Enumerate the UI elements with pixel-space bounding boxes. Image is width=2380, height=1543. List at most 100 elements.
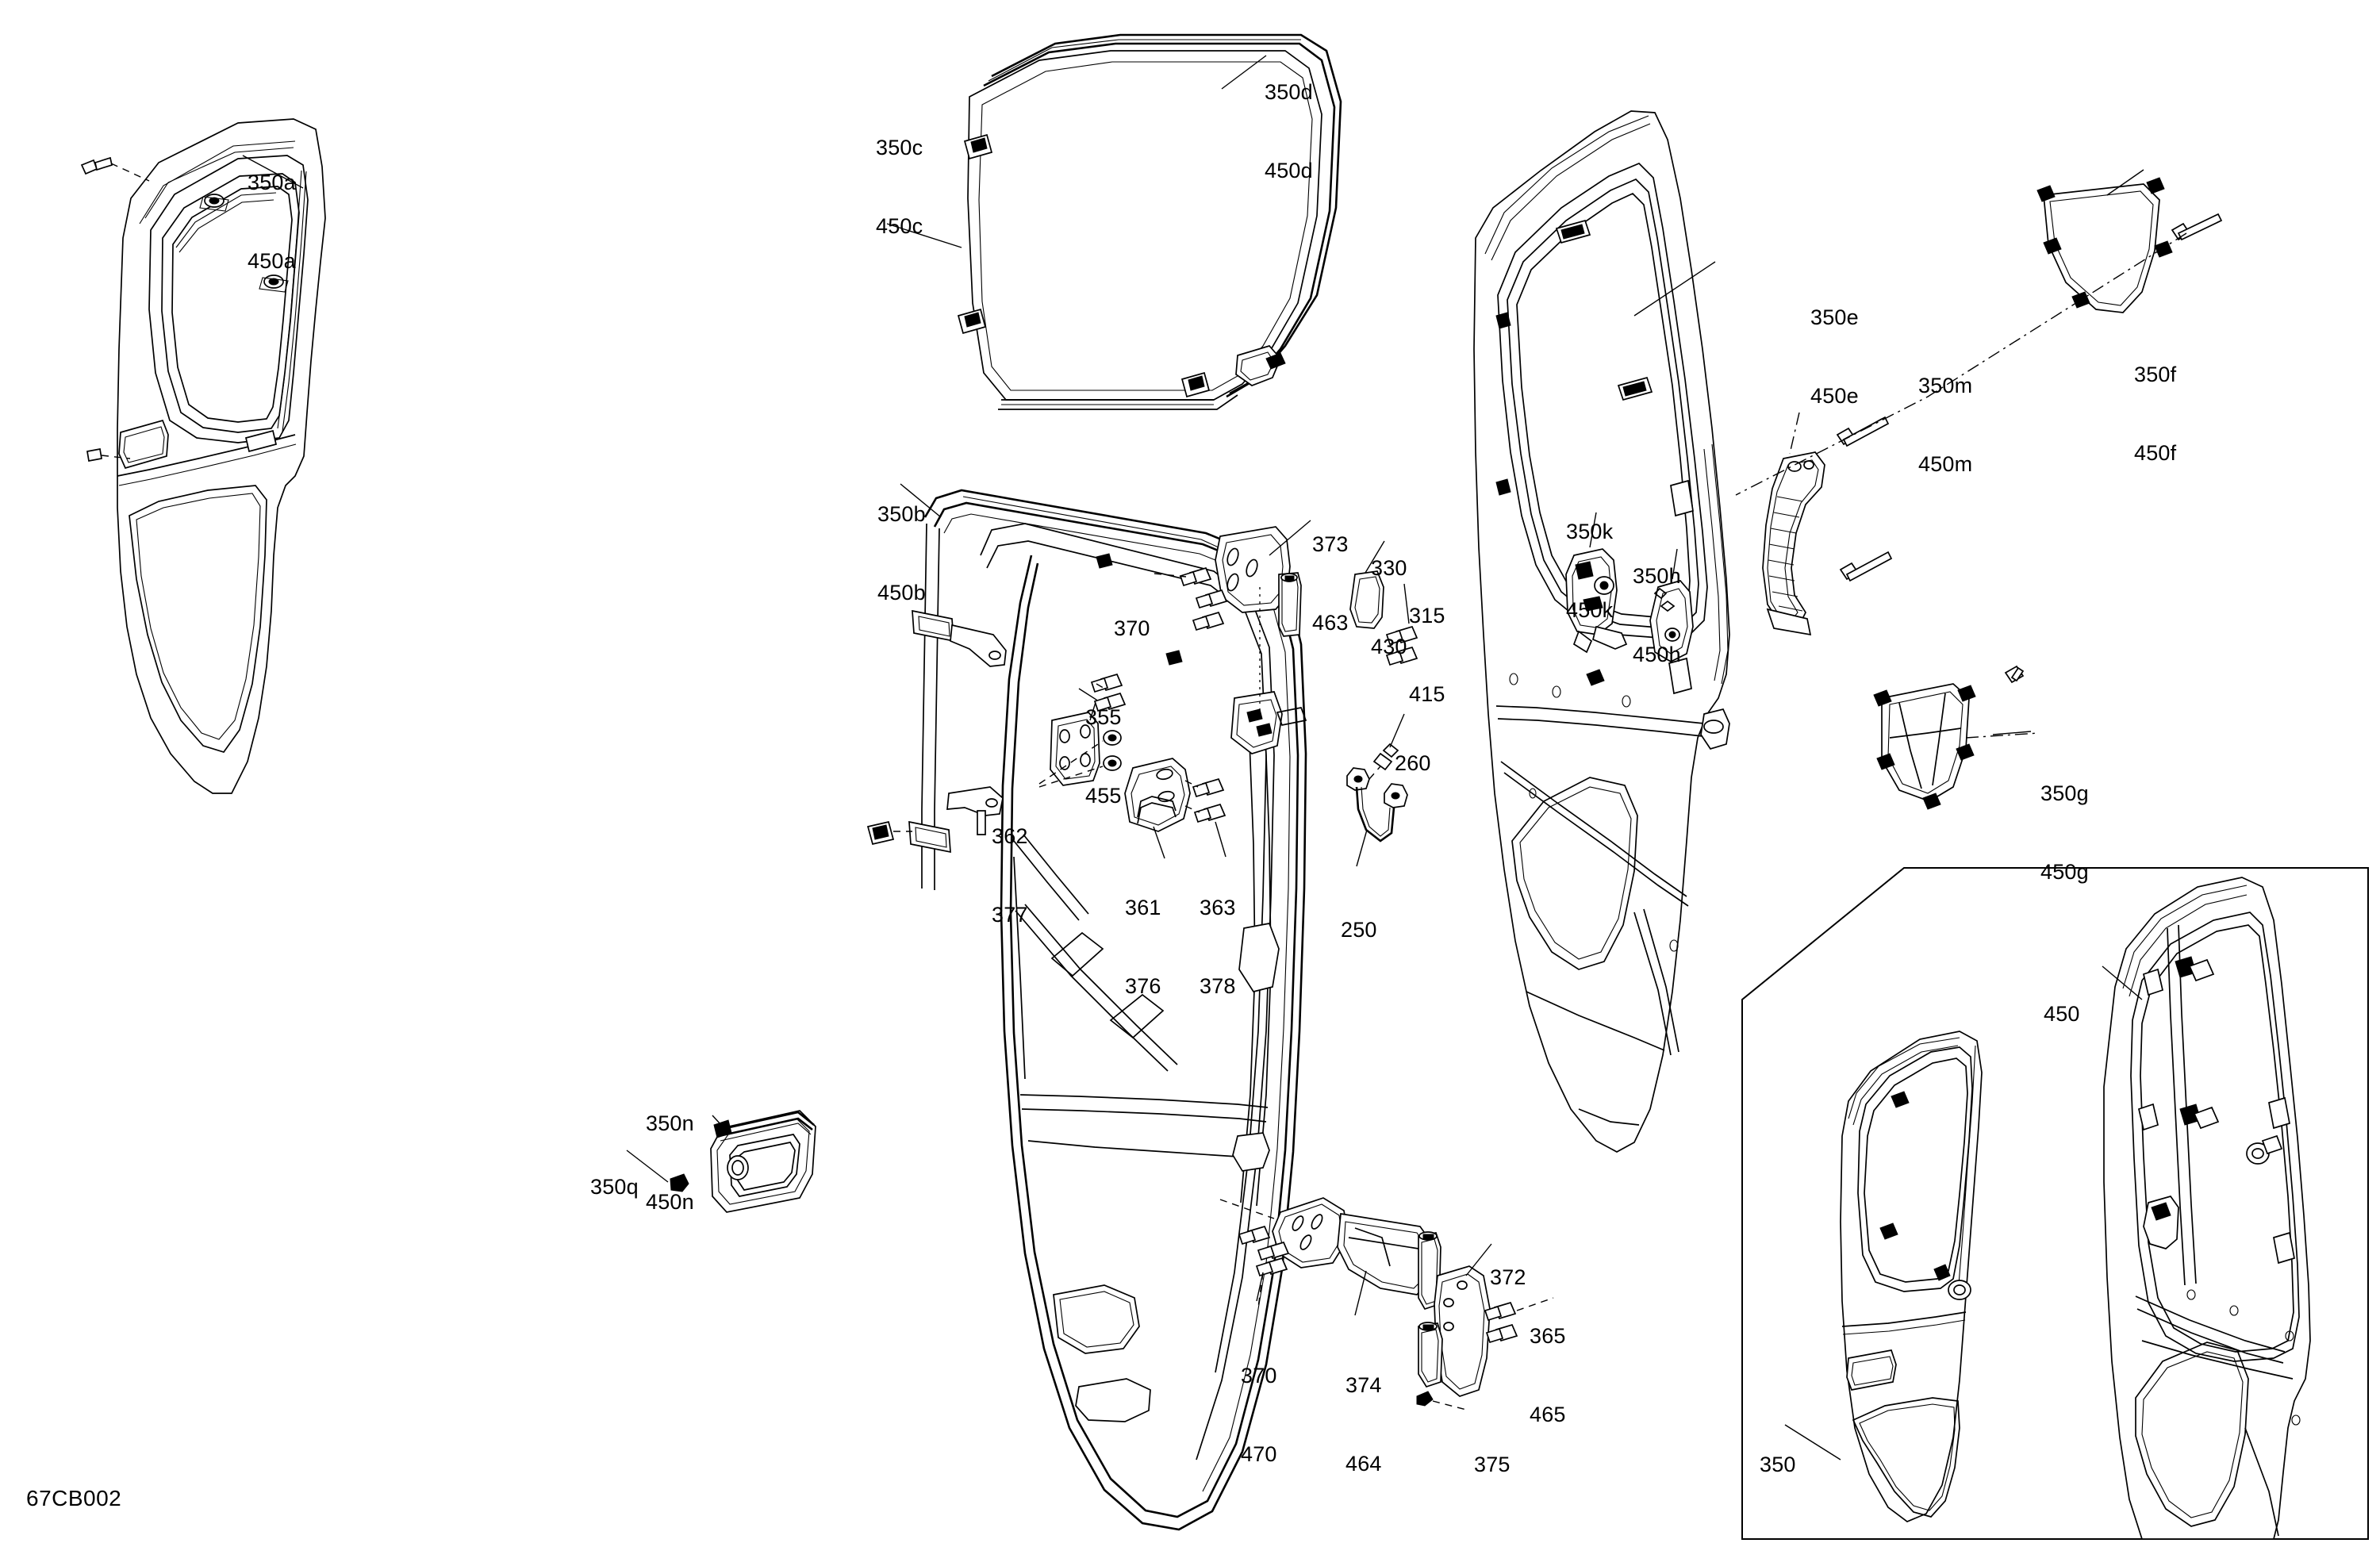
mid-hinge-hardware-group bbox=[1038, 673, 1226, 859]
callout-350h-line1: 350h bbox=[1633, 563, 1681, 588]
callout-250-line1: 250 bbox=[1341, 917, 1377, 942]
diagram-number-label: 67CB002 bbox=[26, 1486, 122, 1510]
screw-470-b bbox=[1257, 1241, 1290, 1261]
screw-370-c bbox=[1192, 611, 1225, 631]
callout-350f-line2: 450f bbox=[2134, 440, 2177, 465]
callout-350k-line1: 350k bbox=[1566, 519, 1614, 543]
callout-350q-line1: 350q bbox=[590, 1174, 639, 1199]
screw-315-b bbox=[1385, 646, 1418, 666]
callout-350c-line1: 350c bbox=[876, 135, 923, 159]
callout-373-line1: 373 bbox=[1312, 532, 1349, 556]
callout-350b-line2: 450b bbox=[877, 580, 926, 605]
callout-350-inset: 350 bbox=[1760, 1399, 1796, 1530]
callout-350f: 350f 450f bbox=[2134, 309, 2176, 519]
callout-350a-line2: 450a bbox=[248, 248, 296, 273]
callout-260: 260 bbox=[1395, 698, 1431, 829]
screw-370-a bbox=[1179, 566, 1212, 587]
callout-350f-line1: 350f bbox=[2134, 362, 2177, 386]
screw-370-b bbox=[1195, 589, 1228, 609]
gusset-panel-group bbox=[1735, 169, 2223, 496]
handle-bezel-group bbox=[626, 1110, 816, 1213]
callout-361-line1: 361 bbox=[1125, 895, 1161, 919]
callout-375: 375 bbox=[1474, 1399, 1511, 1530]
callout-350g-line2: 450g bbox=[2040, 859, 2089, 884]
callout-374-line2: 464 bbox=[1345, 1451, 1382, 1476]
callout-350h: 350h 450h bbox=[1633, 511, 1681, 720]
callout-374-line1: 374 bbox=[1345, 1372, 1382, 1397]
callout-350m-line2: 450m bbox=[1918, 451, 1973, 476]
callout-350k: 350k 450k bbox=[1566, 466, 1613, 676]
corner-pocket-group bbox=[1873, 665, 2040, 810]
callout-350e-line2: 450e bbox=[1810, 383, 1859, 408]
screw-363-b bbox=[1193, 803, 1226, 823]
screw-470-a bbox=[1238, 1225, 1271, 1246]
panel-screw-lower bbox=[86, 448, 102, 462]
lower-hinge-group bbox=[1219, 1197, 1554, 1411]
latch-catch-group bbox=[1565, 512, 1694, 662]
callout-370-lower: 370 470 bbox=[1241, 1311, 1277, 1520]
callout-350n-line1: 350n bbox=[646, 1111, 694, 1135]
callout-450-inset: 450 bbox=[2044, 949, 2080, 1080]
callout-373: 373 463 bbox=[1312, 479, 1349, 689]
callout-370-lower-line1: 370 bbox=[1241, 1363, 1277, 1388]
callout-355-line2: 455 bbox=[1085, 783, 1122, 808]
callout-350d: 350d 450d bbox=[1265, 27, 1313, 236]
screw-465-a bbox=[1484, 1301, 1517, 1322]
callout-350d-line2: 450d bbox=[1265, 158, 1313, 182]
callout-450-inset-line1: 450 bbox=[2044, 1001, 2080, 1026]
callout-355: 355 455 bbox=[1085, 652, 1122, 862]
callout-330: 330 430 bbox=[1371, 503, 1407, 712]
callout-350a: 350a 450a bbox=[248, 117, 296, 327]
inset-right-door bbox=[2102, 877, 2311, 1540]
handle-bolt-lower bbox=[1839, 551, 1893, 582]
screw-355-b bbox=[1093, 692, 1127, 712]
callout-260-line1: 260 bbox=[1395, 750, 1431, 775]
callout-350e: 350e 450e bbox=[1810, 252, 1859, 462]
pocket-bolt bbox=[2004, 665, 2025, 684]
callout-350b-line1: 350b bbox=[877, 501, 926, 526]
callout-372: 372 bbox=[1490, 1212, 1526, 1343]
screw-363-a bbox=[1192, 777, 1225, 798]
callout-350m: 350m 450m bbox=[1918, 320, 1972, 530]
callout-350c: 350c 450c bbox=[876, 83, 923, 292]
callout-361: 361 376 bbox=[1125, 843, 1161, 1052]
callout-350n-line2: 450n bbox=[646, 1189, 694, 1214]
screw-465-b bbox=[1485, 1323, 1518, 1344]
callout-350b: 350b 450b bbox=[877, 449, 926, 658]
callout-362-line2: 377 bbox=[992, 902, 1028, 927]
left-door-panel-group bbox=[80, 118, 326, 794]
callout-315-line2: 415 bbox=[1409, 681, 1445, 706]
callout-350k-line2: 450k bbox=[1566, 597, 1614, 622]
check-strap-group bbox=[1349, 540, 1418, 666]
ground-cable-group bbox=[1346, 713, 1408, 867]
callout-365-line2: 465 bbox=[1530, 1402, 1566, 1426]
gusset-bolt-a bbox=[2171, 213, 2223, 241]
callout-373-line2: 463 bbox=[1312, 610, 1349, 635]
callout-355-line1: 355 bbox=[1085, 704, 1122, 729]
callout-370-upper: 370 bbox=[1114, 563, 1150, 694]
callout-375-line1: 375 bbox=[1474, 1452, 1511, 1476]
callout-365-line1: 365 bbox=[1530, 1323, 1566, 1348]
callout-330-line1: 330 bbox=[1371, 555, 1407, 580]
screw-260 bbox=[1372, 743, 1399, 771]
callout-350g-line1: 350g bbox=[2040, 781, 2089, 805]
callout-362: 362 377 bbox=[992, 771, 1028, 981]
callout-363-line1: 363 bbox=[1200, 895, 1236, 919]
callout-350e-line1: 350e bbox=[1810, 305, 1859, 329]
callout-330-line2: 430 bbox=[1371, 634, 1407, 658]
center-door-frame-group bbox=[866, 483, 1307, 1531]
screw-355-a bbox=[1090, 673, 1123, 693]
callout-350n: 350n 450n bbox=[646, 1058, 694, 1268]
callout-350m-line1: 350m bbox=[1918, 373, 1973, 397]
callout-372-line1: 372 bbox=[1490, 1265, 1526, 1289]
upper-window-glass-group bbox=[886, 33, 1342, 410]
callout-363-line2: 378 bbox=[1200, 973, 1236, 998]
callout-361-line2: 376 bbox=[1125, 973, 1161, 998]
callout-362-line1: 362 bbox=[992, 823, 1028, 848]
callout-350c-line2: 450c bbox=[876, 213, 923, 238]
callout-363: 363 378 bbox=[1200, 843, 1236, 1052]
screw-315-a bbox=[1385, 625, 1418, 646]
inset-box-group bbox=[1741, 867, 2369, 1540]
